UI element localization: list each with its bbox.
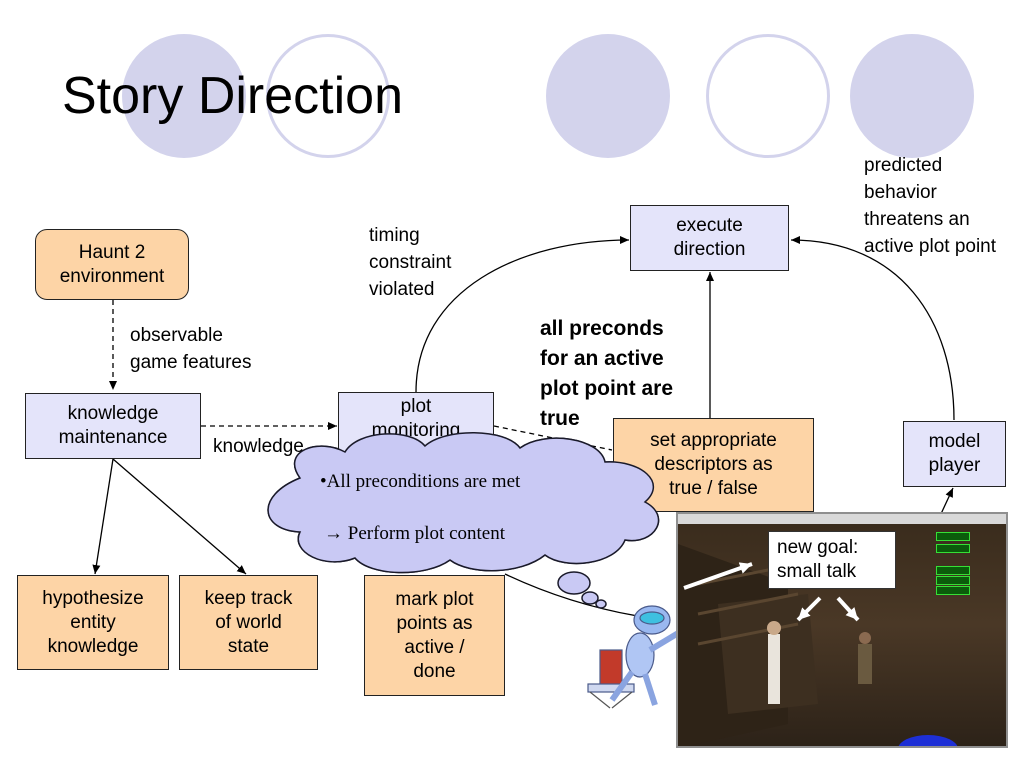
node-descriptors-label: set appropriate descriptors as true / fa… xyxy=(650,430,777,499)
decor-circle-3 xyxy=(546,34,670,158)
node-plot-monitoring: plot monitoring xyxy=(338,392,494,458)
node-haunt-environment: Haunt 2 environment xyxy=(35,229,189,300)
label-observable: observable game features xyxy=(130,325,252,373)
slide-title: Story Direction xyxy=(62,67,403,125)
node-hypothesize: hypothesize entity knowledge xyxy=(17,575,169,670)
game-window-titlebar xyxy=(678,514,1006,524)
cloud-text: •All preconditions are met → Perform plo… xyxy=(320,468,520,548)
hud-bar xyxy=(936,576,970,585)
edge-km-to-hypothesize xyxy=(92,458,114,575)
decor-circle-4 xyxy=(706,34,830,158)
game-scene-art xyxy=(678,544,958,746)
node-haunt-label: Haunt 2 environment xyxy=(59,241,165,287)
node-keep-track: keep track of world state xyxy=(179,575,318,670)
hud-bar xyxy=(936,544,970,553)
decor-circle-2 xyxy=(266,34,390,158)
hud-bar xyxy=(936,586,970,595)
node-hypothesize-label: hypothesize entity knowledge xyxy=(42,587,144,657)
label-all-preconds: all preconds for an active plot point ar… xyxy=(540,317,673,430)
cloud-line-1: •All preconditions are met xyxy=(320,471,521,492)
cloud-line-2: → Perform plot content xyxy=(324,523,505,544)
node-mark-plot: mark plot points as active / done xyxy=(364,575,505,696)
node-pm-label: plot monitoring xyxy=(371,396,461,441)
edge-game-to-player xyxy=(939,487,954,517)
node-execute-direction: execute direction xyxy=(630,205,789,271)
edge-km-to-keeptrack xyxy=(112,458,247,575)
node-knowledge-maintenance: knowledge maintenance xyxy=(25,393,201,459)
label-timing: timing constraint violated xyxy=(369,225,452,300)
edge-player-to-execute xyxy=(790,236,955,421)
robot-character xyxy=(587,605,682,709)
goal-callout: new goal: small talk xyxy=(768,531,896,589)
hud-bar xyxy=(936,566,970,575)
label-knowledge: knowledge xyxy=(213,436,304,457)
decor-circle-5 xyxy=(850,34,974,158)
node-player-label: model player xyxy=(928,431,981,476)
edge-pm-to-execute xyxy=(415,236,630,393)
node-km-label: knowledge maintenance xyxy=(58,403,168,448)
node-model-player: model player xyxy=(903,421,1006,487)
node-execute-label: execute direction xyxy=(673,215,746,260)
decor-circle-1 xyxy=(122,34,246,158)
node-keeptrack-label: keep track of world state xyxy=(204,587,293,657)
hud-bar xyxy=(936,532,970,541)
node-markplot-label: mark plot points as active / done xyxy=(395,588,474,682)
label-predicted: predicted behavior threatens an active p… xyxy=(864,155,997,257)
